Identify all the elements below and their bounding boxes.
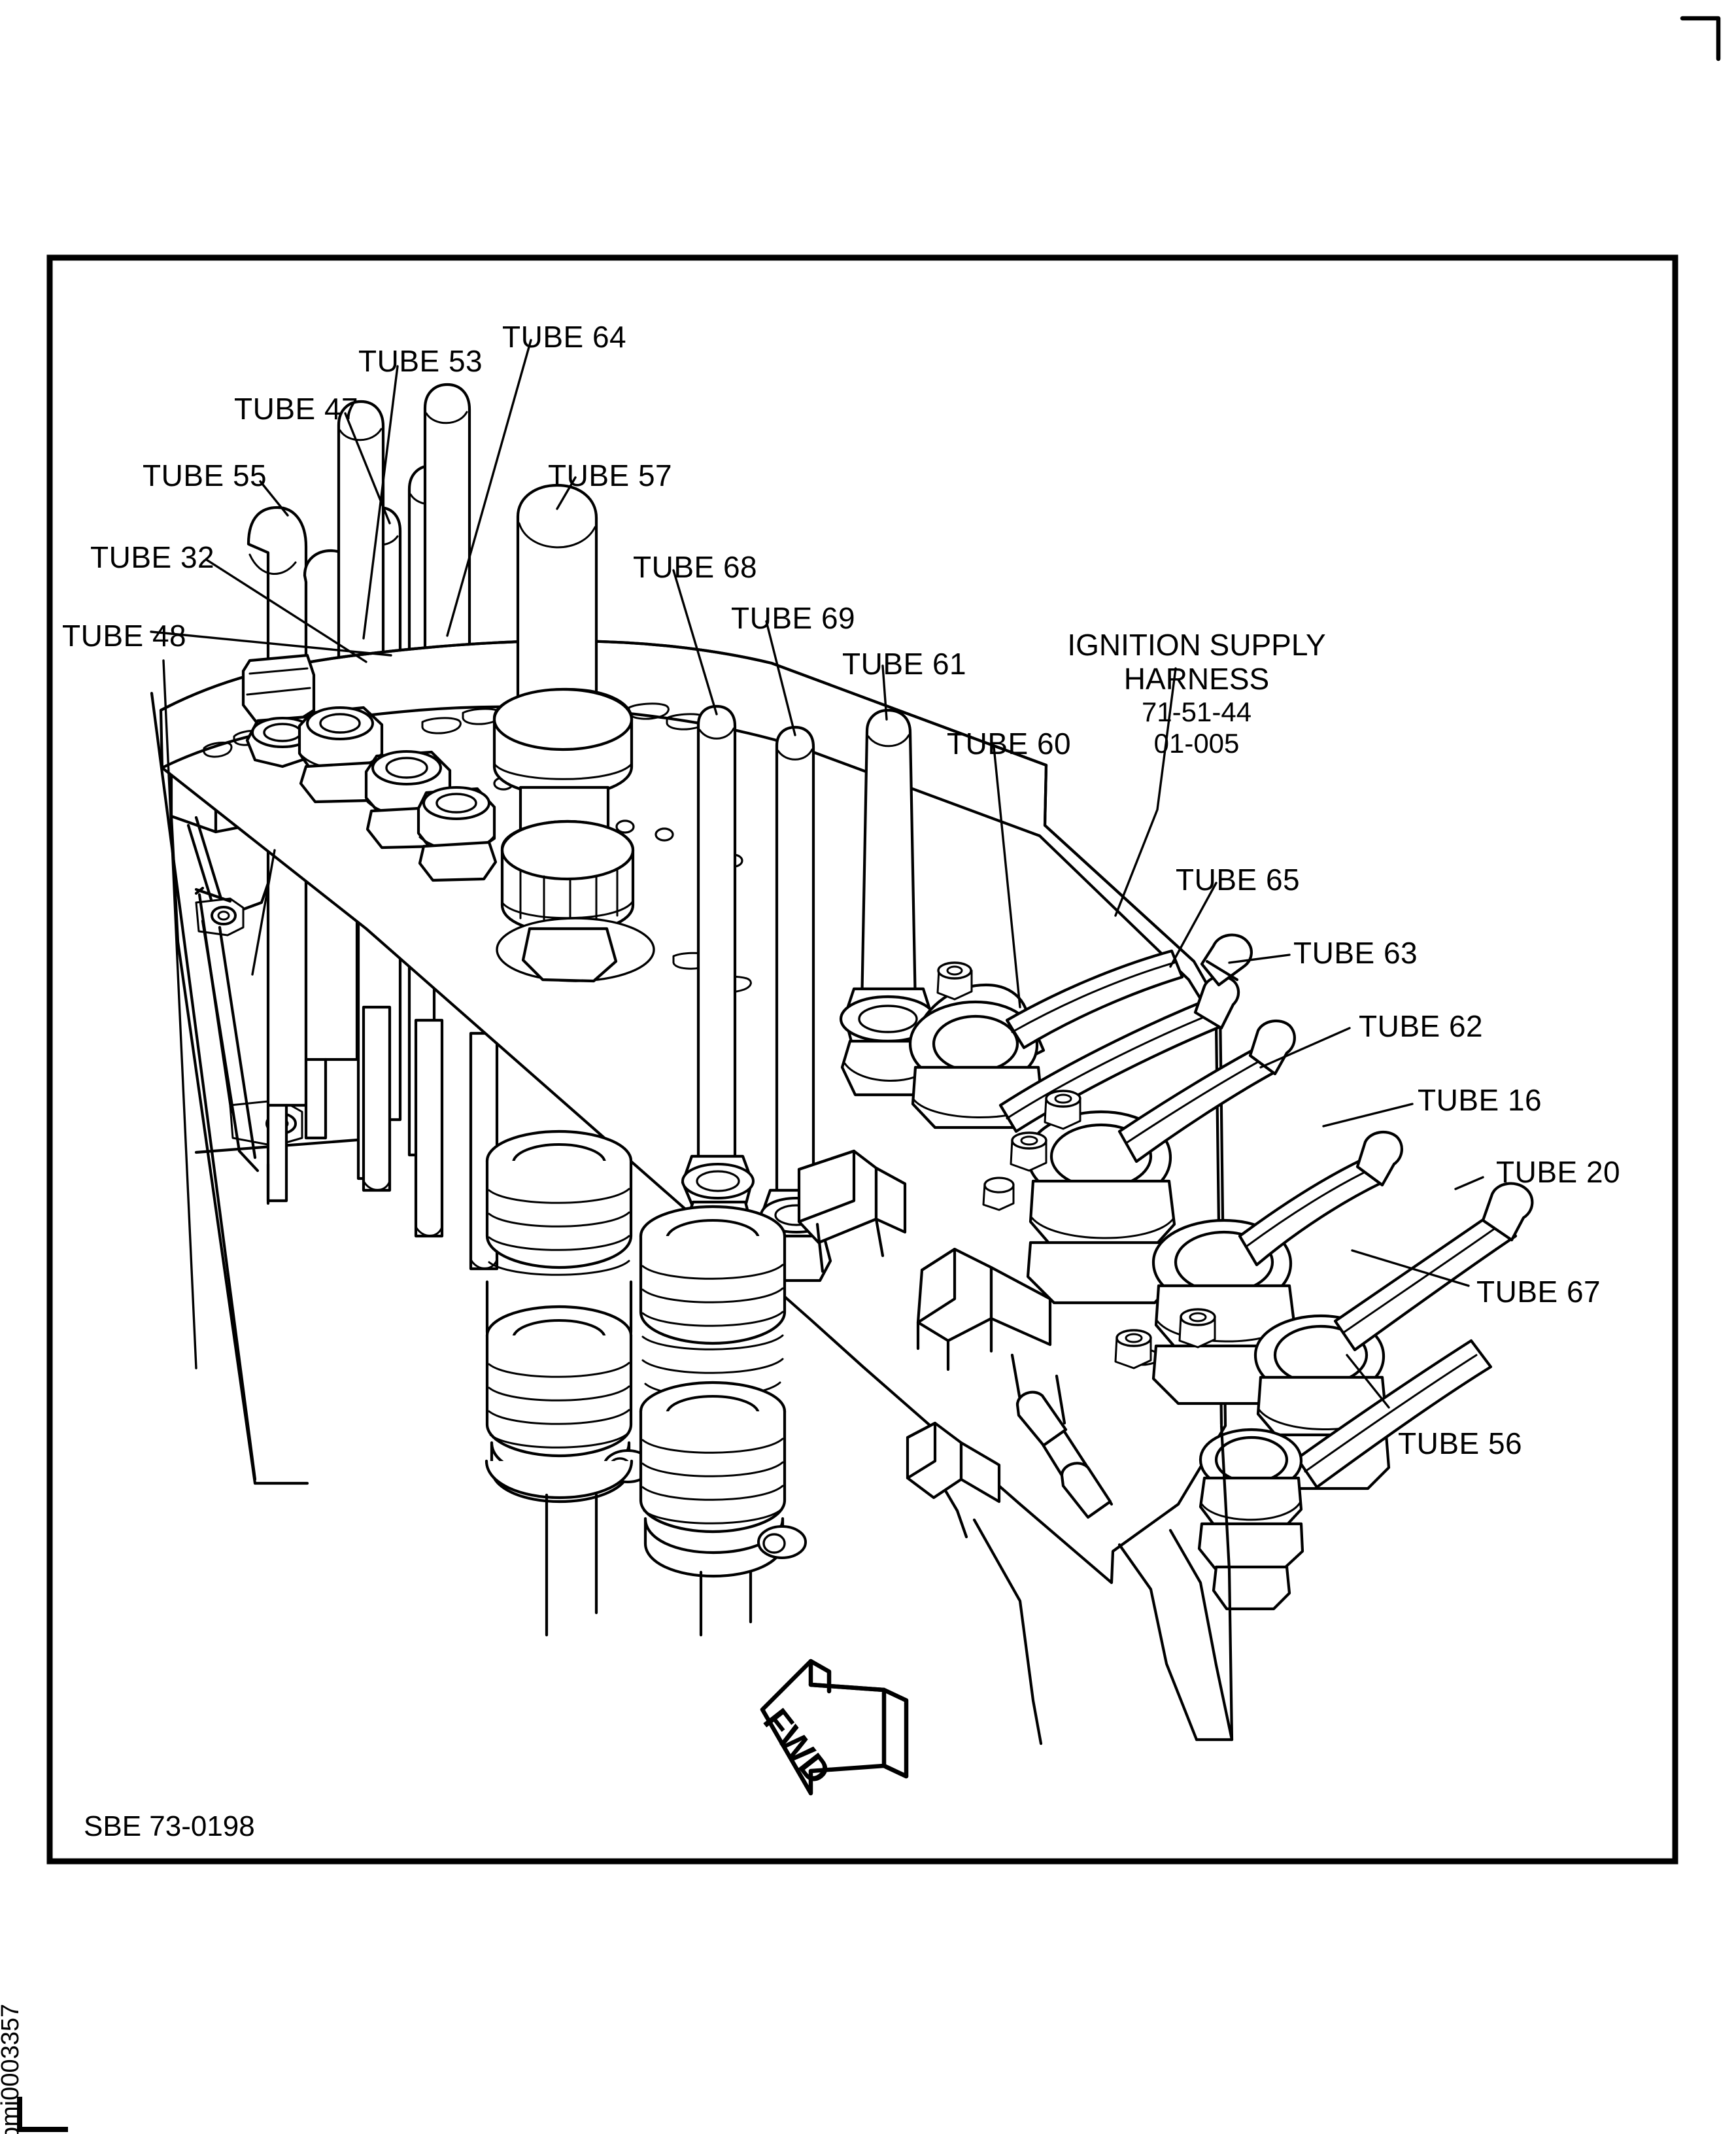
callout-label-tube-20: TUBE 20: [1496, 1155, 1621, 1189]
callout-label-tube-32: TUBE 32: [90, 540, 215, 574]
callout-label-tube-67: TUBE 67: [1476, 1275, 1601, 1309]
callout-label-tube-60: TUBE 60: [947, 727, 1072, 761]
figure-frame: [46, 254, 1678, 1865]
harness-line-4: 01-005: [1153, 727, 1240, 759]
ignition-supply-harness-callout: IGNITION SUPPLY HARNESS 71-51-44 01-005: [1046, 628, 1347, 759]
bellows-right: [639, 1205, 807, 1637]
callout-label-tube-47: TUBE 47: [234, 392, 359, 426]
bellows-rings-right: [641, 1264, 784, 1398]
drawing-body: [150, 339, 1534, 1796]
left-fitting-cluster: [241, 653, 498, 882]
fwd-arrow: [760, 1659, 909, 1796]
callout-label-tube-63: TUBE 63: [1293, 936, 1418, 970]
bellows-left: [485, 1129, 653, 1637]
callout-label-tube-69: TUBE 69: [731, 601, 856, 635]
callout-label-tube-53: TUBE 53: [358, 344, 483, 378]
lower-plate-right: [906, 1421, 1234, 1746]
bellows-rings-right-2: [641, 1437, 784, 1524]
callout-label-tube-57: TUBE 57: [548, 458, 673, 492]
image-id-label: bmi0003357: [0, 2003, 24, 2134]
harness-line-1: IGNITION SUPPLY: [1067, 628, 1326, 662]
stud-bosses: [936, 961, 1216, 1369]
callout-label-tube-55: TUBE 55: [143, 458, 267, 492]
callout-label-tube-61: TUBE 61: [842, 647, 967, 681]
center-lower-block: [797, 1149, 1114, 1519]
registration-corner-mark: [1680, 16, 1721, 61]
callout-label-tube-68: TUBE 68: [633, 550, 758, 584]
harness-line-3: 71-51-44: [1141, 696, 1252, 727]
callout-label-tube-65: TUBE 65: [1176, 863, 1301, 897]
callout-label-tube-64: TUBE 64: [502, 320, 627, 354]
callout-label-tube-48: TUBE 48: [62, 619, 187, 653]
callout-label-tube-56: TUBE 56: [1398, 1426, 1523, 1460]
right-connector-cluster: [908, 933, 1534, 1611]
callout-label-tube-16: TUBE 16: [1418, 1083, 1542, 1117]
harness-line-2: HARNESS: [1123, 662, 1270, 697]
sheet-id-label: SBE 73-0198: [84, 1810, 255, 1842]
leader-lines: [150, 339, 1484, 1409]
tube57-large-fitting: [492, 483, 655, 983]
callout-label-tube-62: TUBE 62: [1359, 1009, 1484, 1043]
bellows-rings-left-2: [488, 1362, 630, 1449]
lower-left-edge: [176, 940, 309, 1485]
